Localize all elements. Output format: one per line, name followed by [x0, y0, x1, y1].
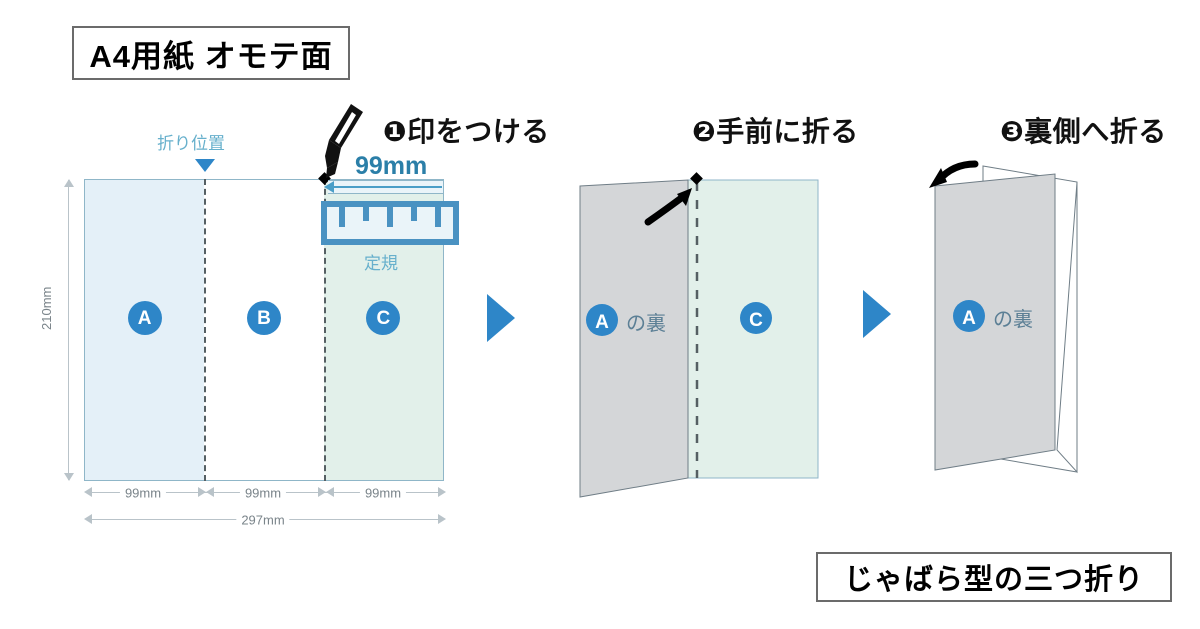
measure-99mm-label: 99mm — [355, 152, 428, 180]
a4-sheet-diagram: A B C — [84, 179, 444, 481]
step-2-heading: ❷手前に折る — [692, 116, 859, 147]
panel-a-badge: A — [127, 301, 162, 335]
dim-arrow — [438, 487, 446, 497]
ruler-tick — [411, 207, 417, 221]
step3-badge-a — [953, 300, 985, 332]
dim-arrow — [318, 487, 326, 497]
dim-arrow — [326, 487, 334, 497]
fold-line-right — [324, 179, 326, 481]
step2-fold-arrow-head-icon — [677, 188, 692, 206]
dim-label-segment-2: 99mm — [239, 485, 287, 501]
dim-label-height: 210mm — [39, 286, 54, 330]
panel-b: B — [204, 180, 324, 480]
step2-badge-c-letter: C — [749, 310, 763, 331]
dim-label-total-width: 297mm — [236, 512, 290, 528]
step-3-illustration: A の裏 — [929, 160, 1078, 474]
fold-line-left — [204, 179, 206, 481]
panel-b-badge: B — [246, 301, 281, 335]
ruler-tick — [435, 207, 441, 227]
footer-caption: じゃばら型の三つ折り — [816, 552, 1172, 602]
dim-label-segment-3: 99mm — [359, 485, 407, 501]
fold-position-triangle-icon — [195, 159, 215, 172]
dim-arrow — [206, 487, 214, 497]
connector-arrow-2-to-3 — [863, 290, 891, 338]
step2-badge-c — [740, 302, 772, 334]
pencil-icon — [325, 104, 363, 178]
fold-position-label: 折り位置 — [157, 134, 225, 153]
step-1-heading: ❶印をつける — [383, 116, 550, 147]
step2-panel-a-back — [579, 179, 689, 498]
measure-arrow-head-icon — [324, 181, 334, 193]
measure-arrow-line — [332, 186, 442, 188]
ruler-tick — [363, 207, 369, 221]
step3-middle-panel — [1056, 181, 1078, 474]
panel-c-badge: C — [366, 301, 401, 335]
ruler-tick — [339, 207, 345, 227]
step2-badge-a — [586, 304, 618, 336]
dim-arrow — [64, 473, 74, 481]
step3-badge-a-letter: A — [962, 308, 976, 329]
dim-arrow — [198, 487, 206, 497]
step3-fold-arrow-head-icon — [929, 168, 947, 188]
step-2-illustration: A の裏 C — [579, 172, 819, 498]
ruler-tick — [387, 207, 393, 227]
dim-arrow — [84, 487, 92, 497]
step-3-heading: ❸裏側へ折る — [1000, 116, 1167, 147]
ruler-icon — [321, 201, 459, 245]
step2-back-label: の裏 — [626, 312, 666, 335]
page-title: A4用紙 オモテ面 — [72, 26, 350, 80]
ruler-caption: 定規 — [364, 254, 398, 273]
step3-panel-a-back — [934, 173, 1056, 471]
step3-back-label: の裏 — [993, 308, 1033, 331]
dim-arrow — [438, 514, 446, 524]
dim-label-segment-1: 99mm — [119, 485, 167, 501]
connector-arrow-1-to-2 — [487, 294, 515, 342]
height-dim-line — [68, 180, 69, 480]
dim-arrow — [64, 179, 74, 187]
dim-arrow — [84, 514, 92, 524]
panel-a: A — [85, 180, 205, 480]
step2-badge-a-letter: A — [595, 312, 609, 333]
